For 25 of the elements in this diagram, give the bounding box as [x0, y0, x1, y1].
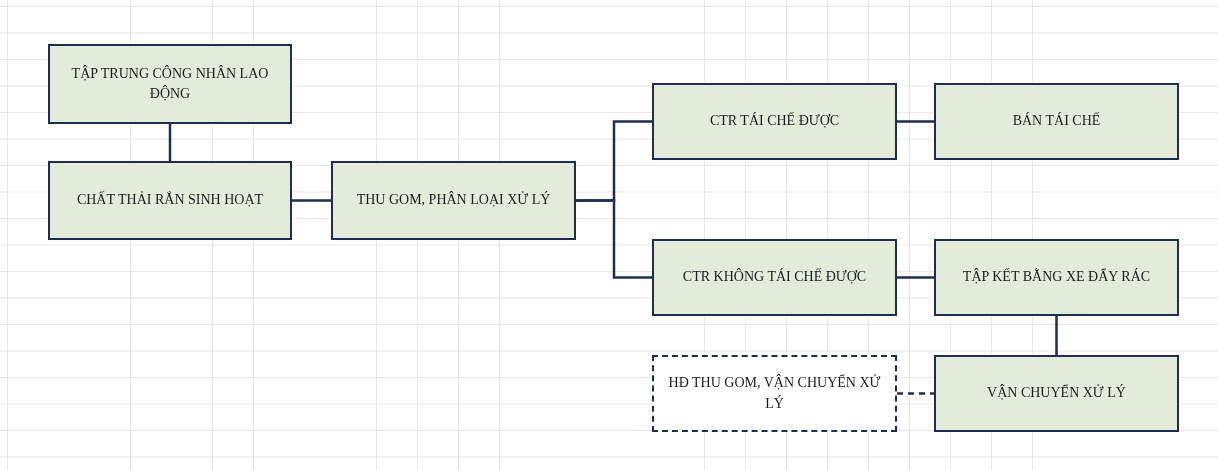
connector-line [576, 199, 652, 279]
box-label: CHẤT THẢI RẮN SINH HOẠT [76, 190, 264, 210]
process-box [652, 83, 897, 160]
box-label: TẬP KẾT BẰNG XE ĐẨY RÁC [962, 267, 1151, 287]
process-box [48, 44, 292, 124]
process-box [331, 161, 576, 240]
box-label: CTR KHÔNG TÁI CHẾ ĐƯỢC [682, 267, 867, 287]
process-box [934, 83, 1179, 160]
box-label: THU GOM, PHÂN LOẠI XỬ LÝ [356, 190, 551, 210]
connector-line [292, 199, 331, 202]
process-box [48, 161, 292, 240]
connector-line [897, 276, 934, 279]
box-label: HĐ THU GOM, VẬN CHUYỂN XỬ LÝ [667, 373, 882, 413]
box-label: CTR TÁI CHẾ ĐƯỢC [709, 111, 840, 131]
dashed-process-box [652, 355, 897, 432]
box-label: TẬP TRUNG CÔNG NHÂN LAO ĐỘNG [70, 64, 270, 103]
box-label: VẬN CHUYỂN XỬ LÝ [987, 383, 1126, 403]
dashed-connector [897, 392, 934, 395]
connector-line [897, 120, 934, 123]
connector-line [1055, 316, 1058, 355]
process-box [934, 355, 1179, 432]
connector-line [168, 124, 172, 161]
process-box [934, 239, 1179, 316]
process-box [652, 239, 897, 316]
box-label: BÁN TÁI CHẾ [1012, 111, 1101, 131]
